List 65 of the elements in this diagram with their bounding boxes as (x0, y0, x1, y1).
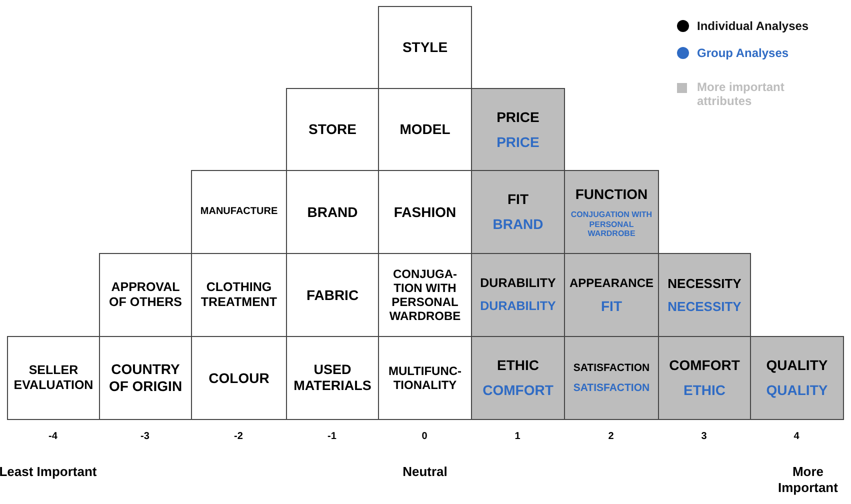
group-attribute-label: ETHIC (684, 382, 726, 399)
group-attribute-label: PRICE (496, 134, 540, 150)
attribute-label: USED MATERIALS (292, 362, 372, 394)
attribute-label: STORE (308, 121, 356, 138)
attribute-label: ETHIC (497, 357, 539, 374)
group-attribute-label: QUALITY (766, 382, 828, 399)
group-attribute-label: NECESSITY (668, 299, 742, 314)
attribute-label: FIT (508, 191, 528, 208)
grid-cell (286, 88, 379, 171)
attribute-label: FASHION (394, 204, 456, 220)
scale-value: 2 (607, 431, 615, 444)
attribute-label: PRICE (496, 108, 540, 126)
attribute-label: FABRIC (306, 286, 359, 304)
scale-value: 0 (420, 431, 428, 444)
legend-label: Individual Analyses (697, 19, 810, 34)
attribute-label: MANUFACTURE (200, 206, 278, 218)
attribute-label: MULTIFUNC-TIONALITY (387, 364, 463, 392)
highlighted-grid-cell (471, 170, 565, 254)
attribute-label: APPROVAL OF OTHERS (108, 280, 183, 310)
attribute-label: NECESSITY (668, 276, 742, 291)
grid-cell (191, 170, 287, 254)
attribute-label: CLOTHING TREATMENT (200, 280, 278, 310)
scale-value: 3 (700, 431, 708, 444)
scale-end-label: Least Important (0, 464, 98, 480)
scale-value: 4 (792, 431, 800, 444)
grid-cell (378, 6, 472, 89)
highlighted-grid-cell (564, 253, 659, 337)
attribute-label: DURABILITY (480, 276, 556, 291)
scale-value: 1 (514, 431, 522, 444)
group-attribute-label: BRAND (492, 216, 544, 233)
attribute-label: COMFORT (669, 357, 740, 374)
grid-cell (7, 336, 100, 420)
attribute-label: STYLE (402, 39, 448, 56)
legend-label: More important attributes (697, 80, 786, 109)
highlighted-grid-cell (471, 336, 565, 420)
grid-cell (99, 253, 192, 337)
legend-label: Group Analyses (697, 46, 790, 60)
scale-value: -4 (48, 431, 58, 444)
attribute-label: COLOUR (208, 370, 270, 386)
highlighted-grid-cell (658, 336, 751, 420)
attribute-label: FUNCTION (575, 186, 648, 202)
highlighted-grid-cell (658, 253, 751, 337)
scale-end-label: More Important (777, 464, 839, 496)
attribute-label: APPEARANCE (569, 276, 654, 290)
scale-value: -2 (233, 431, 244, 444)
attribute-label: QUALITY (766, 357, 828, 374)
scale-value: -3 (140, 431, 150, 444)
group-attribute-label: DURABILITY (480, 299, 556, 314)
scale-midpoint-label: Neutral (402, 464, 448, 480)
attribute-label: MODEL (400, 121, 450, 138)
attribute-label: BRAND (307, 204, 358, 220)
highlighted-grid-cell (750, 336, 844, 420)
highlighted-grid-cell (471, 253, 565, 337)
group-attribute-label: FIT (601, 298, 622, 314)
attribute-label: COUNTRY OF ORIGIN (108, 361, 184, 395)
scale-value: -1 (326, 431, 338, 444)
group-attribute-label: COMFORT (482, 382, 554, 399)
highlighted-grid-cell (564, 170, 659, 254)
highlighted-grid-cell (471, 88, 565, 171)
group-attribute-label: SATISFACTION (573, 382, 650, 394)
group-attribute-label: CONJUGATION WITH PERSONAL WARDROBE (570, 210, 654, 238)
attribute-label: CONJUGA-TION WITH PERSONAL WARDROBE (388, 266, 462, 324)
attribute-label: SATISFACTION (573, 362, 650, 374)
attribute-label: SELLER EVALUATION (12, 363, 94, 393)
highlighted-grid-cell (564, 336, 659, 420)
